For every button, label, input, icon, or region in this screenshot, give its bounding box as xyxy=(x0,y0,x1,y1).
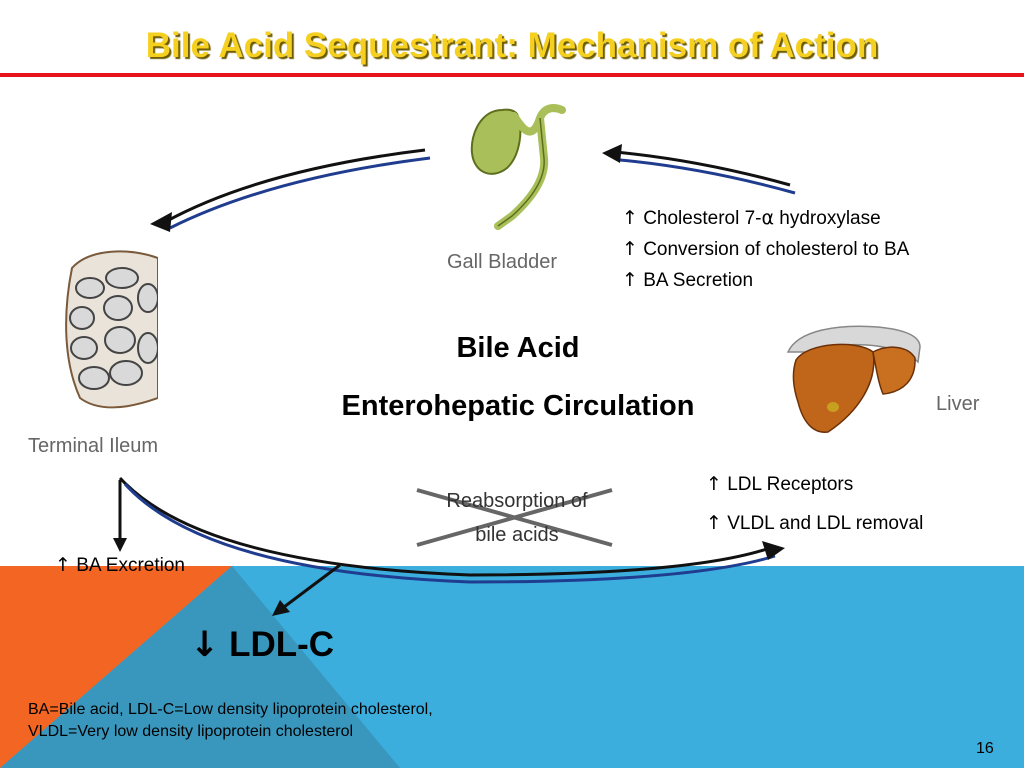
up-arrow-icon: ↑ xyxy=(706,473,722,495)
ldl-c-outcome: ↓ LDL-C xyxy=(190,625,335,665)
slide-title: Bile Acid Sequestrant: Mechanism of Acti… xyxy=(145,26,879,65)
alpha-symbol: α xyxy=(761,207,775,229)
arrow-ileum-to-liver xyxy=(118,476,785,584)
intestine-icon xyxy=(60,248,158,413)
up-arrow-icon: ↑ xyxy=(55,554,71,576)
terminal-ileum-label: Terminal Ileum xyxy=(28,435,159,457)
effect-vldl-ldl-removal: ↑ VLDL and LDL removal xyxy=(706,512,924,534)
liver-label: Liver xyxy=(936,393,980,415)
arrow-liver-to-gallbladder xyxy=(602,144,796,195)
down-arrow-icon: ↓ xyxy=(190,625,220,665)
liver-effects-list: ↑ Cholesterol 7-α hydroxylase ↑ Conversi… xyxy=(622,203,909,296)
gall-bladder-label: Gall Bladder xyxy=(447,251,558,273)
title-rule xyxy=(0,73,1024,77)
ba-excretion-label: ↑ BA Excretion xyxy=(55,554,185,576)
liver-icon xyxy=(786,325,921,433)
footnote: BA=Bile acid, LDL-C=Low density lipoprot… xyxy=(28,701,433,740)
up-arrow-icon: ↑ xyxy=(706,512,722,534)
arrow-to-excretion xyxy=(113,480,127,552)
gall-bladder-icon xyxy=(470,104,566,230)
arrow-gallbladder-to-ileum xyxy=(150,148,431,232)
reabsorption-cross xyxy=(416,488,613,547)
teal-triangle xyxy=(0,566,400,768)
reabsorption-label: Reabsorption of bile acids xyxy=(446,490,588,546)
arrow-to-ldl-c xyxy=(272,563,341,616)
effect-conversion: ↑ Conversion of cholesterol to BA xyxy=(622,238,910,260)
center-title-line2: Enterohepatic Circulation xyxy=(341,390,695,422)
up-arrow-icon: ↑ xyxy=(622,269,638,291)
effect-ldl-receptors: ↑ LDL Receptors xyxy=(706,473,854,495)
up-arrow-icon: ↑ xyxy=(622,238,638,260)
up-arrow-icon: ↑ xyxy=(622,207,638,229)
ldl-effects-list: ↑ LDL Receptors ↑ VLDL and LDL removal xyxy=(706,465,923,543)
page-number: 16 xyxy=(976,740,994,757)
effect-ba-secretion: ↑ BA Secretion xyxy=(622,269,754,291)
effect-cholesterol-hydroxylase: ↑ Cholesterol 7-α hydroxylase xyxy=(622,207,881,229)
center-title-line1: Bile Acid xyxy=(456,332,580,364)
